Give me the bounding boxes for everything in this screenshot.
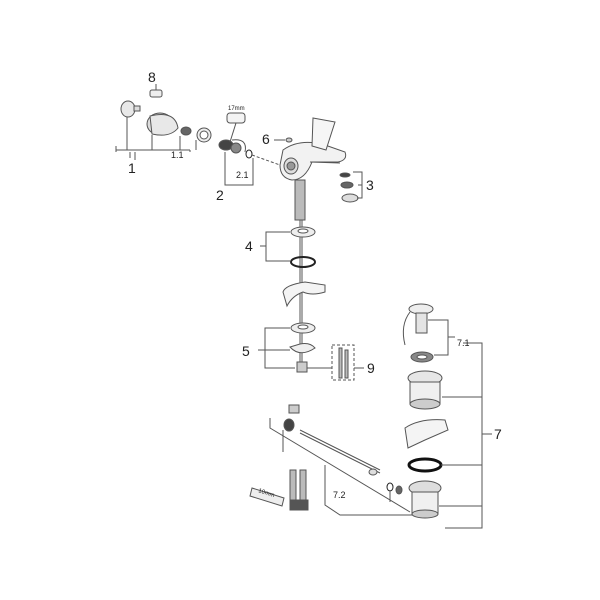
- part-7-waste-body: [407, 370, 443, 410]
- part-5-nut: [296, 361, 308, 373]
- callout-8: 8: [148, 69, 156, 85]
- hose-threaded: [294, 179, 306, 370]
- part-7.1-stopper: [402, 303, 434, 363]
- wrench-17mm: [226, 112, 246, 124]
- callout-2: 2: [216, 187, 224, 203]
- part-1.1-spring: [180, 126, 192, 136]
- pivot-fitting: [283, 404, 300, 432]
- callout-1.1: 1.1: [171, 150, 184, 160]
- part-1-handle-body: [146, 112, 179, 136]
- callout-7.1: 7.1: [457, 338, 470, 348]
- callout-1: 1: [128, 160, 136, 176]
- callout-6: 6: [262, 131, 270, 147]
- callout-9: 9: [367, 360, 375, 376]
- part-7-oring: [407, 457, 443, 473]
- wrench-10mm-label: 10mm: [257, 488, 275, 499]
- part-7-plate: [404, 419, 449, 449]
- horseshoe-plate: [282, 281, 326, 308]
- callout-2.1: 2.1: [236, 170, 249, 180]
- callout-4: 4: [245, 238, 253, 254]
- part-5-clip: [289, 343, 316, 354]
- callout-7: 7: [494, 426, 502, 442]
- callout-7.2: 7.2: [333, 490, 346, 500]
- part-3-aerator: [339, 172, 359, 203]
- part-4-oring: [290, 256, 316, 268]
- callout-3: 3: [366, 177, 374, 193]
- part-1-ring: [196, 127, 212, 143]
- part-7-flange: [408, 480, 442, 519]
- part-2-cartridge: [218, 139, 246, 154]
- wrench-17mm-label: 17mm: [228, 106, 245, 112]
- callout-5: 5: [242, 343, 250, 359]
- faucet-body: [279, 117, 347, 181]
- part-4-washer: [290, 226, 316, 238]
- rod-oring: [386, 482, 403, 495]
- part-6-screw: [274, 137, 293, 143]
- part-8-clip: [149, 84, 163, 98]
- lift-rod: [299, 429, 381, 476]
- part-9-key: [331, 344, 355, 381]
- part-2.1-oring: [245, 149, 253, 159]
- supply-hoses: [289, 469, 309, 511]
- wrench-10mm: [249, 487, 285, 507]
- part-1-handle-cap: [120, 100, 141, 118]
- part-5-washer: [290, 322, 316, 334]
